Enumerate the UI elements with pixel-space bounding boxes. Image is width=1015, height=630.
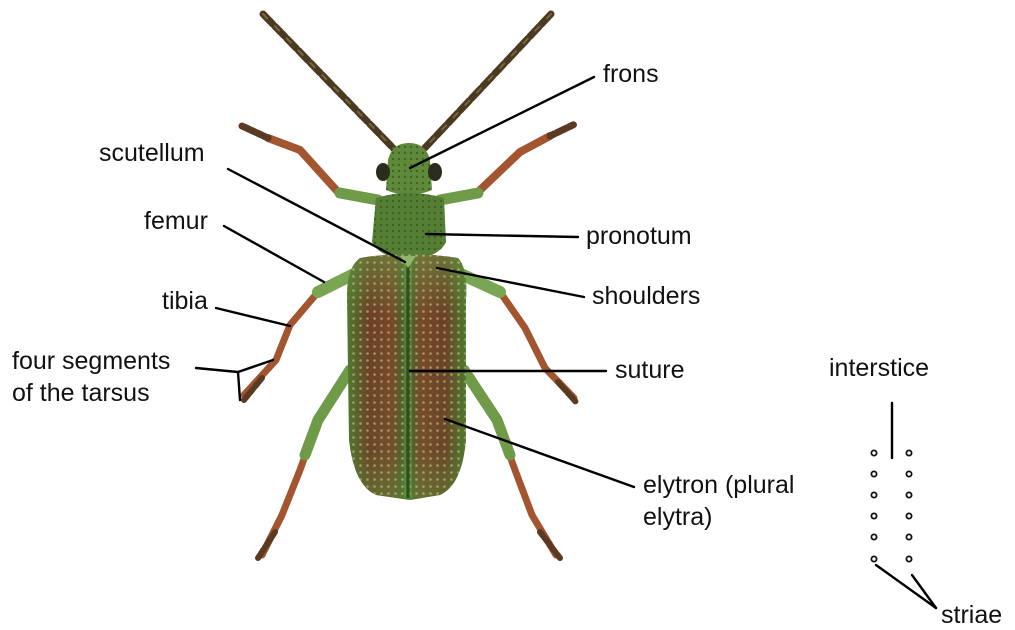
label-frons: frons xyxy=(603,59,659,89)
puncture-dot xyxy=(871,556,876,561)
femur-leader xyxy=(224,226,324,282)
label-femur: femur xyxy=(144,206,208,236)
label-elytron-line1: elytron (plural xyxy=(643,470,794,500)
puncture-dot xyxy=(906,534,911,539)
striae-dot-inset xyxy=(871,450,911,561)
label-interstice: interstice xyxy=(829,353,929,383)
label-elytron-line2: elytra) xyxy=(643,502,712,532)
puncture-dot xyxy=(871,513,876,518)
puncture-dot xyxy=(871,534,876,539)
puncture-dot xyxy=(906,492,911,497)
puncture-dot xyxy=(871,450,876,455)
puncture-dot xyxy=(871,471,876,476)
striae-leader-left xyxy=(876,565,936,608)
label-tarsus-line2: of the tarsus xyxy=(12,378,150,408)
puncture-dot xyxy=(871,492,876,497)
puncture-dot xyxy=(906,556,911,561)
striae-leader-right xyxy=(912,575,936,608)
puncture-dot xyxy=(906,450,911,455)
elytron-leader xyxy=(445,419,634,487)
label-tibia: tibia xyxy=(162,286,208,316)
label-striae: striae xyxy=(941,600,1002,630)
label-pronotum: pronotum xyxy=(586,221,692,251)
label-scutellum: scutellum xyxy=(99,138,205,168)
pronotum-leader xyxy=(426,234,578,237)
frons-leader xyxy=(410,77,594,168)
beetle-elytra xyxy=(347,254,466,500)
puncture-dot xyxy=(906,513,911,518)
tibia-leader xyxy=(216,308,290,326)
label-shoulders: shoulders xyxy=(592,281,700,311)
label-suture: suture xyxy=(615,355,684,385)
puncture-dot xyxy=(906,471,911,476)
beetle-head xyxy=(376,143,442,195)
antennae xyxy=(263,14,551,152)
tarsus-leader xyxy=(196,368,240,400)
label-tarsus-line1: four segments xyxy=(12,346,170,376)
